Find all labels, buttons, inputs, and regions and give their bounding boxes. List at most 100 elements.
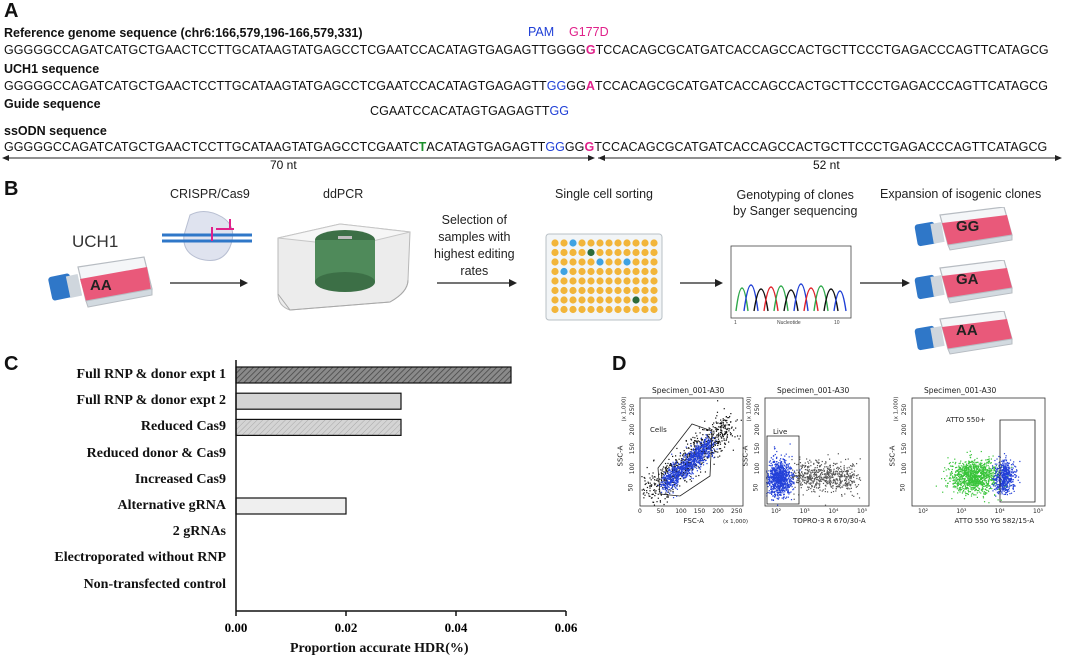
well bbox=[641, 258, 649, 266]
plot-title: Specimen_001-A30 bbox=[652, 386, 725, 395]
well bbox=[614, 286, 622, 295]
crispr-label: CRISPR/Cas9 bbox=[170, 187, 250, 201]
x-tick-label: 250 bbox=[731, 508, 743, 515]
mutation-base: A bbox=[585, 79, 595, 93]
ssodn-sequence: GGGGGCCAGATCATGCTGAACTCCTTGCATAAGTATGAGC… bbox=[4, 140, 1048, 154]
well bbox=[551, 258, 559, 266]
well bbox=[605, 277, 613, 285]
well bbox=[614, 248, 622, 257]
well bbox=[587, 258, 595, 266]
y-axis-unit: (x 1,000) bbox=[621, 396, 628, 422]
x-axis-label: ATTO 550 YG 582/15-A bbox=[954, 517, 1035, 525]
well bbox=[605, 305, 613, 314]
well bbox=[551, 239, 559, 247]
well bbox=[632, 248, 640, 257]
x-tick-label: 10⁵ bbox=[1033, 508, 1044, 515]
well bbox=[650, 258, 658, 266]
x-tick-label: 10² bbox=[771, 508, 782, 515]
well bbox=[587, 305, 595, 314]
y-tick-label: 100 bbox=[754, 462, 762, 474]
x-tick-label: 10⁴ bbox=[994, 508, 1005, 515]
panel-b-letter: B bbox=[4, 178, 19, 200]
arrow-4 bbox=[860, 279, 910, 287]
well bbox=[614, 267, 622, 276]
well bbox=[632, 277, 640, 285]
clone-flask-ga bbox=[914, 260, 1013, 304]
x-tick-label: 10³ bbox=[799, 508, 810, 515]
well bbox=[569, 296, 577, 304]
well bbox=[560, 258, 568, 266]
plot-frame bbox=[911, 397, 1046, 507]
well bbox=[560, 286, 568, 295]
x-axis-label: FSC-A bbox=[683, 517, 704, 525]
y-tick-label: 150 bbox=[754, 442, 762, 455]
96-well-plate-icon bbox=[545, 233, 663, 321]
x-tick-label: 200 bbox=[712, 508, 724, 515]
well bbox=[587, 239, 595, 247]
category-label: 2 gRNAs bbox=[172, 524, 226, 540]
genotyping-label: Genotyping of clones by Sanger sequencin… bbox=[733, 188, 858, 218]
category-label: Non-transfected control bbox=[83, 576, 226, 592]
well bbox=[596, 239, 604, 247]
uch1-sequence-title: UCH1 sequence bbox=[4, 62, 100, 76]
well bbox=[650, 267, 658, 276]
well bbox=[587, 267, 595, 276]
panel-c-letter: C bbox=[4, 353, 19, 375]
well bbox=[623, 239, 631, 247]
well bbox=[560, 296, 568, 304]
arrow-3 bbox=[680, 279, 723, 287]
x-axis-unit: (x 1,000) bbox=[723, 519, 749, 525]
selection-label: Selection of samples with highest editin… bbox=[434, 213, 515, 278]
category-label: Alternative gRNA bbox=[117, 498, 226, 513]
well bbox=[641, 296, 649, 304]
x-tick-label: 10⁴ bbox=[828, 508, 839, 515]
well bbox=[650, 296, 658, 304]
well bbox=[641, 305, 649, 314]
y-tick-label: 50 bbox=[627, 483, 635, 492]
well bbox=[587, 296, 595, 304]
x-tick-label: 0.04 bbox=[445, 620, 468, 635]
gate bbox=[766, 435, 800, 505]
clone-label-aa: AA bbox=[956, 322, 978, 339]
x-tick-label: 0 bbox=[638, 508, 642, 515]
well bbox=[623, 267, 631, 276]
x-tick-label: 0.06 bbox=[555, 620, 578, 635]
uch1-label: UCH1 bbox=[72, 232, 119, 251]
well bbox=[650, 277, 658, 285]
well bbox=[605, 239, 613, 247]
well bbox=[587, 248, 595, 257]
x-tick-label: 100 bbox=[675, 508, 687, 515]
y-tick-label: 150 bbox=[629, 442, 637, 455]
well bbox=[605, 267, 613, 276]
well bbox=[623, 258, 631, 266]
x-tick-label: 10³ bbox=[956, 508, 967, 515]
well bbox=[560, 277, 568, 285]
y-tick-label: 250 bbox=[629, 403, 637, 416]
ddpcr-machine-icon bbox=[277, 223, 411, 311]
well bbox=[596, 258, 604, 266]
well bbox=[578, 277, 586, 285]
pam-bases: GG bbox=[549, 104, 570, 118]
chromatogram-tick-start: 1 bbox=[734, 320, 737, 326]
well bbox=[650, 248, 658, 257]
well bbox=[650, 239, 658, 247]
well bbox=[560, 305, 568, 314]
clone-flask-aa bbox=[914, 311, 1013, 355]
mutation-base: G bbox=[585, 43, 596, 57]
y-axis-label: SSC-A bbox=[741, 445, 750, 467]
plot-title: Specimen_001-A30 bbox=[777, 386, 850, 395]
mutation-base: G bbox=[584, 140, 595, 154]
well bbox=[578, 258, 586, 266]
x-tick-label: 0.00 bbox=[225, 620, 248, 635]
category-label: Electroporated without RNP bbox=[54, 550, 226, 566]
well bbox=[614, 258, 622, 266]
well bbox=[623, 305, 631, 314]
well bbox=[632, 239, 640, 247]
well bbox=[641, 248, 649, 257]
y-tick-label: 250 bbox=[754, 403, 762, 416]
well bbox=[596, 277, 604, 285]
uch1-sequence: GGGGGCCAGATCATGCTGAACTCCTTGCATAAGTATGAGC… bbox=[4, 79, 1048, 93]
